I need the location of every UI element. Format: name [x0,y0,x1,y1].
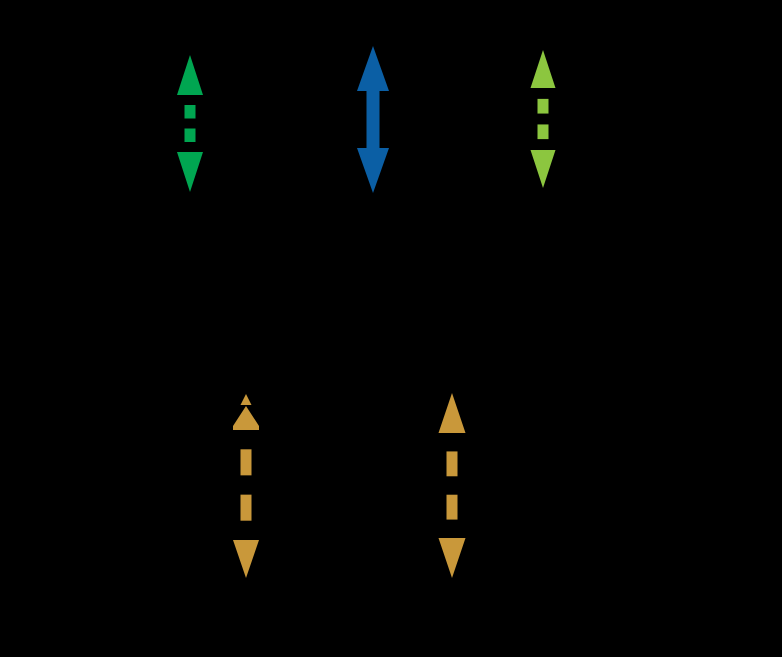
arrowhead-down [530,150,556,188]
arrowhead-tip-large [233,406,259,426]
arrow-shaft-solid [366,91,380,148]
blue-double-arrow [357,46,389,193]
gold-double-arrow [438,393,466,578]
arrowhead-up [357,46,389,91]
arrowhead-up [438,393,466,433]
arrowhead-down [357,148,389,193]
gold-double-arrow-stacked-head [233,394,259,578]
yellow-green-double-arrow [530,50,556,188]
arrow-shaft-dash [537,124,549,140]
green-double-arrow [177,55,203,192]
arrow-shaft-dash [240,494,252,521]
arrowhead-down [438,538,466,578]
arrowhead-up [530,50,556,88]
arrowhead-cap-bar [233,426,259,430]
arrowhead-down [233,540,259,578]
arrowhead-down [177,152,203,192]
arrowhead-tip-small [240,394,252,405]
arrow-shaft-dash [184,128,196,142]
arrow-shaft-dash [446,494,458,520]
arrow-shaft-dash [184,105,196,119]
arrow-shaft-dash [240,449,252,476]
arrowhead-up [177,55,203,95]
arrow-shaft-dash [537,98,549,114]
arrow-shaft-dash [446,451,458,477]
